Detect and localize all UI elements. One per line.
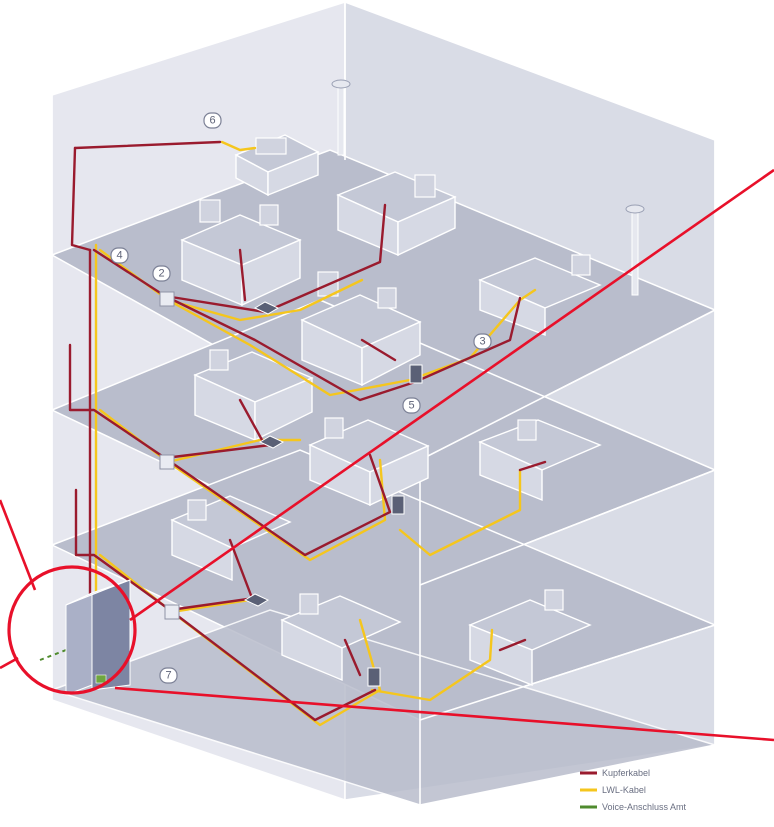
- cabinet-side: [65, 592, 93, 696]
- legend-item-copper: Kupferkabel: [580, 768, 650, 778]
- copper-drop: [343, 638, 362, 677]
- monitor-icon: [187, 499, 207, 521]
- desk-floor1-2: [280, 593, 402, 682]
- printer-icon: [255, 137, 287, 155]
- copper-drop: [238, 248, 247, 302]
- copper-drop: [228, 538, 254, 600]
- building: [49, 0, 718, 806]
- desk-floor1-1: [170, 495, 292, 582]
- callout-5: 5: [402, 397, 421, 414]
- monitor-icon: [377, 287, 397, 309]
- copper-cable: [73, 140, 222, 150]
- copper-cable: [68, 343, 272, 460]
- desk-floor2-3: [478, 419, 602, 502]
- copper-cable: [168, 608, 377, 722]
- fiber-cable: [220, 140, 257, 152]
- switch-icon: [243, 593, 270, 607]
- copper-drop: [360, 338, 397, 362]
- svg-text:3: 3: [479, 336, 485, 348]
- wall-outlet-icon: [409, 364, 423, 384]
- pointer-line-left-low: [0, 656, 19, 670]
- copper-cable: [74, 488, 257, 612]
- svg-text:4: 4: [116, 250, 122, 262]
- svg-text:6: 6: [209, 115, 215, 127]
- column-top: [337, 84, 345, 156]
- svg-text:Kupferkabel: Kupferkabel: [602, 768, 650, 778]
- floor1-front-edge: [419, 624, 716, 721]
- desk-top-floor-3: [300, 271, 422, 387]
- callout-2: 2: [152, 265, 171, 282]
- wall-outlet-icon: [391, 495, 405, 515]
- switch-icon: [253, 301, 280, 315]
- svg-text:LWL-Kabel: LWL-Kabel: [602, 785, 646, 795]
- callout-6: 6: [203, 112, 222, 129]
- callout-4: 4: [110, 247, 129, 264]
- monitor-icon: [259, 204, 279, 226]
- workstations: [170, 134, 602, 687]
- switch-icon: [258, 435, 285, 449]
- fiber-cable: [370, 628, 494, 702]
- floor3-front-edge: [419, 309, 716, 461]
- monitor-icon: [544, 589, 564, 611]
- monitor-icon: [571, 254, 591, 276]
- callout-7: 7: [159, 667, 178, 684]
- wall-outlet-icon: [367, 667, 381, 687]
- printer-station: [234, 134, 320, 197]
- copper-drop: [238, 398, 264, 442]
- floor2-front-edge: [419, 469, 716, 586]
- svg-text:7: 7: [165, 670, 171, 682]
- monitor-icon: [209, 349, 229, 371]
- desk-floor1-3: [468, 589, 592, 687]
- copper-drop: [518, 460, 547, 472]
- pointer-line-lower: [114, 686, 774, 742]
- desk-top-floor-1: [180, 199, 302, 307]
- junction-box: [159, 454, 175, 470]
- desk-floor2-1: [193, 349, 314, 442]
- copper-cable: [163, 453, 392, 557]
- monitor-icon: [324, 417, 344, 439]
- monitor-icon: [414, 174, 436, 198]
- svg-text:Voice-Anschluss Amt: Voice-Anschluss Amt: [602, 802, 687, 812]
- monitor-icon: [199, 199, 221, 223]
- legend: Kupferkabel LWL-Kabel Voice-Anschluss Am…: [580, 768, 687, 812]
- legend-item-voice: Voice-Anschluss Amt: [580, 802, 687, 812]
- ceiling-lamp-icon: [331, 79, 351, 89]
- svg-text:5: 5: [408, 400, 414, 412]
- desk-top-floor-2: [336, 171, 457, 257]
- callout-3: 3: [473, 333, 492, 350]
- pointer-line-left: [0, 499, 37, 591]
- monitor-icon: [517, 419, 537, 441]
- junction-box: [159, 291, 175, 307]
- svg-text:2: 2: [158, 268, 164, 280]
- network-devices: [159, 291, 423, 687]
- highlight: [0, 168, 774, 742]
- fiber-cable: [398, 468, 522, 557]
- pointer-line-upper: [129, 168, 774, 622]
- highlight-circle: [7, 565, 137, 695]
- voice-port-icon: [95, 674, 107, 684]
- desk-floor2-2: [308, 417, 430, 507]
- callouts: 6 4 2 3 5 7: [110, 112, 492, 684]
- copper-drop: [498, 638, 527, 652]
- copper-cable: [70, 146, 92, 252]
- cabinet-top: [65, 579, 131, 606]
- copper-cable: [163, 294, 522, 402]
- legend-item-fiber: LWL-Kabel: [580, 785, 646, 795]
- column-right: [631, 209, 639, 296]
- ceiling-lamp-icon: [625, 204, 645, 214]
- junction-box: [164, 604, 180, 620]
- monitor-icon: [299, 593, 319, 615]
